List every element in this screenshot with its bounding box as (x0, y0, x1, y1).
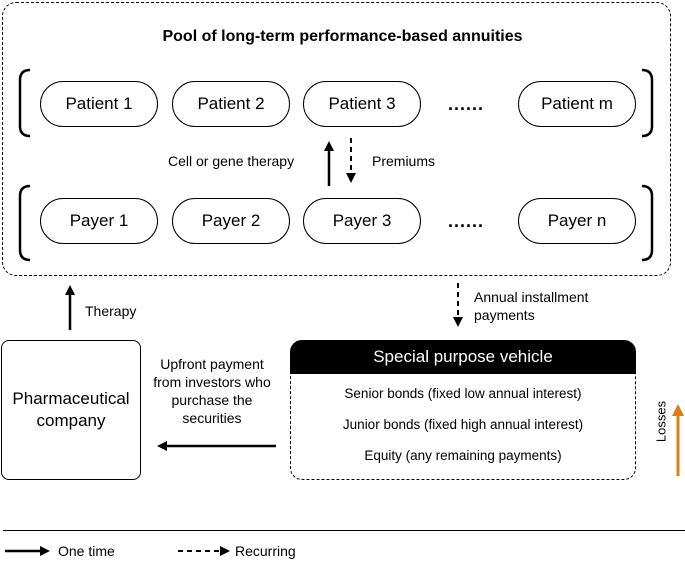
patient-m-label: Patient m (541, 94, 613, 113)
pharmaceutical-company-box: Pharmaceutical company (1, 340, 141, 480)
upfront-payment-label: Upfront payment from investors who purch… (145, 355, 279, 427)
upfront-line-2: from investors who (153, 374, 271, 390)
payer-2-node: Payer 2 (172, 198, 290, 244)
annual-installment-label-2: payments (474, 307, 535, 323)
therapy-label: Therapy (85, 303, 137, 319)
legend-recurring-label: Recurring (235, 543, 296, 559)
annual-installment-label-1: Annual installment (474, 289, 589, 305)
payers-left-bracket (18, 184, 31, 262)
patient-2-node: Patient 2 (172, 81, 290, 127)
patients-ellipsis: ...... (448, 94, 485, 114)
patients-right-bracket (641, 68, 654, 138)
payer-n-label: Payer n (547, 211, 607, 230)
patient-3-node: Patient 3 (303, 81, 421, 127)
patient-1-label: Patient 1 (65, 94, 133, 113)
upfront-line-1: Upfront payment (160, 356, 264, 372)
payer-1-label: Payer 1 (69, 211, 129, 230)
patient-2-label: Patient 2 (197, 94, 265, 113)
spv-header: Special purpose vehicle (290, 340, 636, 374)
legend-divider (3, 530, 685, 531)
upfront-line-4: securities (182, 410, 242, 426)
payer-3-node: Payer 3 (303, 198, 421, 244)
pool-title: Pool of long-term performance-based annu… (162, 28, 523, 45)
patients-left-bracket (18, 68, 31, 138)
legend-one-time-label: One time (58, 543, 115, 559)
spv-title: Special purpose vehicle (373, 347, 553, 366)
payers-ellipsis: ...... (448, 211, 485, 231)
patient-m-node: Patient m (518, 81, 636, 127)
patient-3-label: Patient 3 (328, 94, 396, 113)
annuity-pool-container (2, 2, 671, 276)
payer-1-node: Payer 1 (40, 198, 158, 244)
payers-right-bracket (641, 184, 654, 262)
payer-n-node: Payer n (518, 198, 636, 244)
payer-3-label: Payer 3 (332, 211, 392, 230)
premiums-label: Premiums (372, 153, 436, 169)
pharma-line-2: company (36, 411, 106, 430)
therapy-flow-label: Cell or gene therapy (168, 153, 295, 169)
junior-bonds-tranche: Junior bonds (fixed high annual interest… (342, 417, 584, 432)
equity-tranche: Equity (any remaining payments) (364, 448, 562, 463)
patient-1-node: Patient 1 (40, 81, 158, 127)
losses-label: Losses (653, 400, 669, 443)
pharma-line-1: Pharmaceutical (12, 389, 130, 408)
upfront-line-3: purchase the (171, 392, 253, 408)
payer-2-label: Payer 2 (201, 211, 261, 230)
senior-bonds-tranche: Senior bonds (fixed low annual interest) (344, 386, 582, 401)
